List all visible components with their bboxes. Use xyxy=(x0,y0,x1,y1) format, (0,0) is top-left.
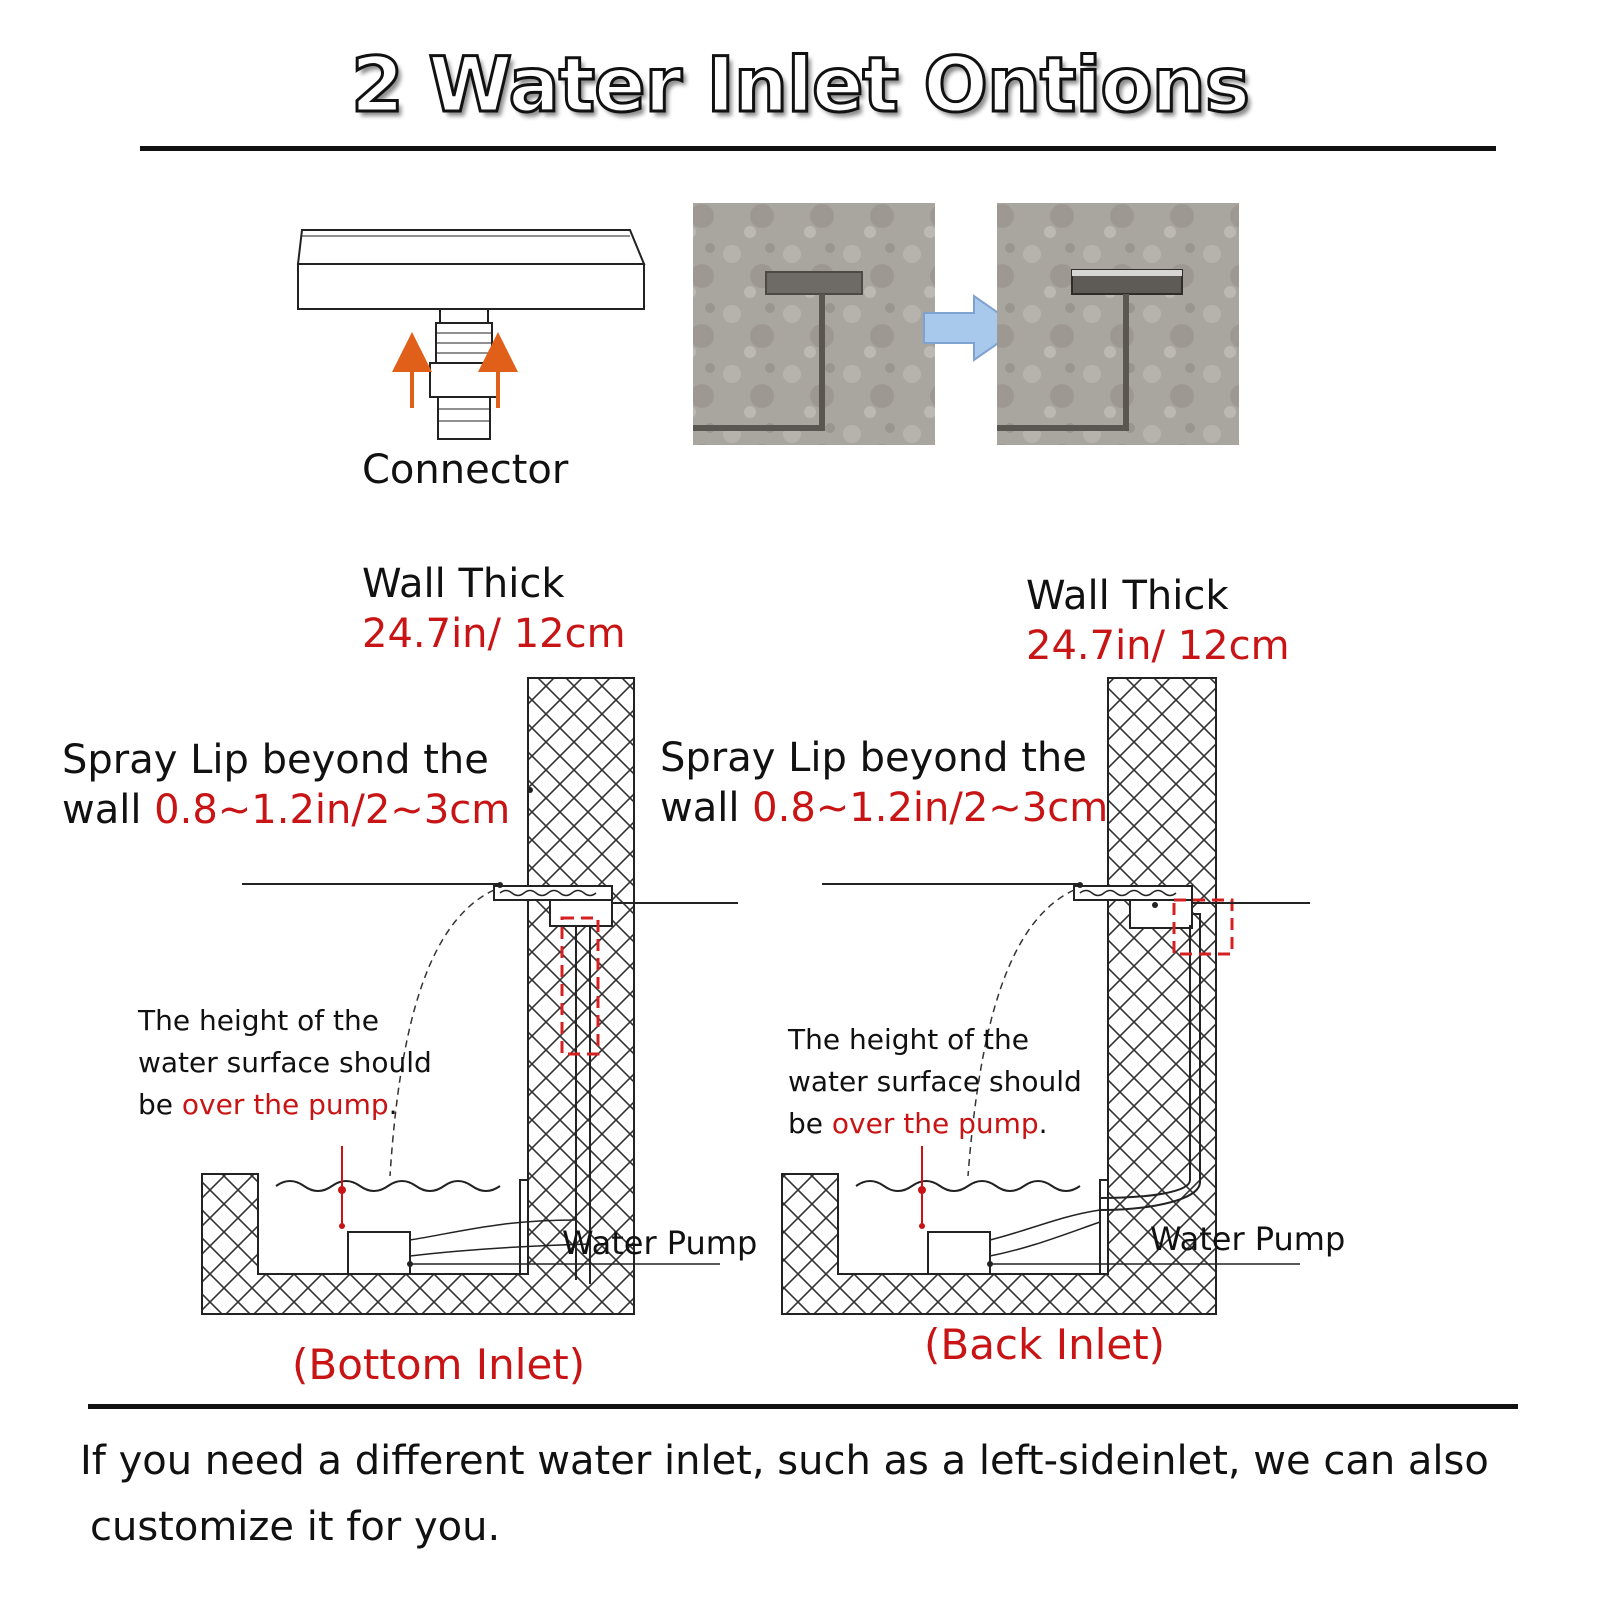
top-divider xyxy=(140,146,1496,151)
wall-thick-label-bottom: Wall Thick xyxy=(362,561,565,607)
page-title: 2 Water Inlet Ontions xyxy=(350,39,1252,131)
spray-lip-value-bottom: 0.8~1.2in/2~3cm xyxy=(154,787,511,833)
connector-label: Connector xyxy=(362,447,569,493)
bottom-inlet-diagram xyxy=(201,677,738,1315)
water-pump-label-bottom: Water Pump xyxy=(562,1224,758,1262)
customization-note: If you need a different water inlet, suc… xyxy=(80,1428,1540,1560)
spray-lip-line1-bottom: Spray Lip beyond the xyxy=(62,737,489,783)
bottom-divider xyxy=(88,1404,1518,1409)
wall-thick-value-back: 24.7in/ 12cm xyxy=(1026,623,1290,669)
wall-photo-after xyxy=(997,203,1239,445)
wall-thick-label-back: Wall Thick xyxy=(1026,573,1229,619)
wall-photo-before xyxy=(693,203,935,445)
spray-lip-value-back: 0.8~1.2in/2~3cm xyxy=(752,785,1109,831)
spray-lip-line1-back: Spray Lip beyond the xyxy=(660,735,1087,781)
wall-thick-value-bottom: 24.7in/ 12cm xyxy=(362,611,626,657)
customization-note-line2: customize it for you. xyxy=(90,1504,501,1550)
spray-lip-line2-bottom: wall 0.8~1.2in/2~3cm xyxy=(62,787,511,833)
water-note-bottom: The height of the water surface should b… xyxy=(138,1004,432,1121)
customization-note-line1: If you need a different water inlet, suc… xyxy=(80,1438,1489,1484)
back-inlet-diagram xyxy=(781,677,1310,1315)
bottom-inlet-label: (Bottom Inlet) xyxy=(292,1340,586,1389)
back-inlet-label: (Back Inlet) xyxy=(924,1320,1166,1369)
water-pump-label-back: Water Pump xyxy=(1150,1220,1346,1258)
spout-connector-illustration xyxy=(296,229,646,440)
spray-lip-line2-back: wall 0.8~1.2in/2~3cm xyxy=(660,785,1109,831)
water-note-back: The height of the water surface should b… xyxy=(788,1023,1082,1140)
